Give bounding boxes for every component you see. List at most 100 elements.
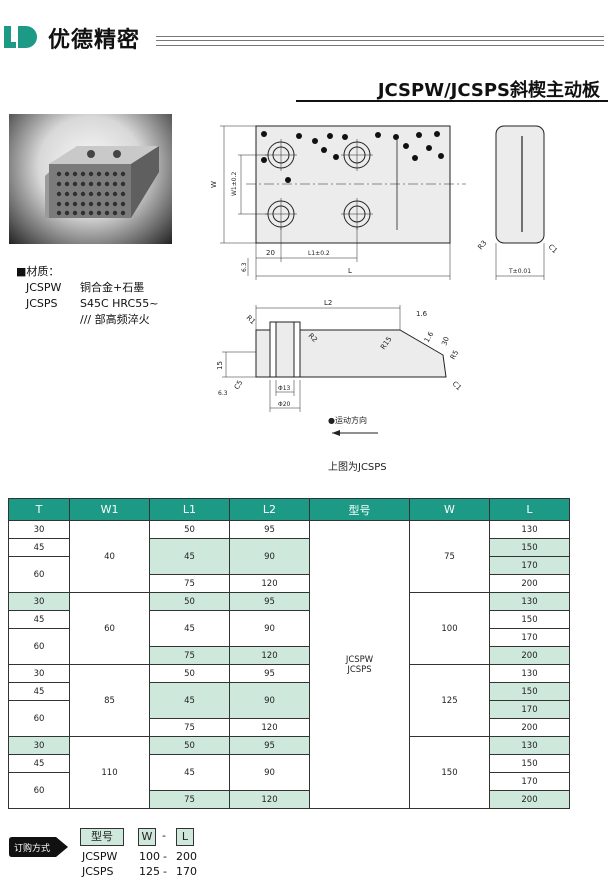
cell-l: 130 — [489, 736, 570, 755]
table-row: 30 40 50 95 JCSPW JCSPS 75 130 — [8, 520, 570, 809]
header-rule — [156, 36, 604, 46]
order-dash-1: - — [163, 850, 167, 863]
title-underline — [296, 100, 608, 102]
header-l1: L1 — [149, 498, 230, 521]
cell-t: 45 — [8, 682, 70, 701]
material-model-2: JCSPS — [26, 297, 58, 310]
cell-t: 60 — [8, 556, 70, 593]
order-w-2: 125 — [139, 865, 160, 878]
material-model-1: JCSPW — [26, 281, 62, 294]
table-row: 75 120 200 — [9, 790, 570, 809]
cell-t: 60 — [8, 700, 70, 737]
cell-l: 200 — [489, 574, 570, 593]
cell-l1: 45 — [149, 682, 230, 719]
cell-w1: 85 — [69, 664, 150, 737]
technical-drawing: W W1±0.2 20 L1±0.2 L 6.3 R3 C1 T±0.01 L2… — [210, 125, 559, 436]
dim-w1: W1±0.2 — [231, 171, 238, 196]
dim-c5: C5 — [233, 379, 245, 391]
table-row: 60 170 — [8, 772, 570, 809]
cell-t: 60 — [8, 772, 70, 809]
graphite-dots — [56, 171, 126, 216]
cell-l: 150 — [489, 538, 570, 557]
cell-l: 130 — [489, 664, 570, 683]
brand-logo-icon — [4, 26, 37, 48]
cell-l2: 90 — [229, 610, 310, 647]
header-w: W — [409, 498, 490, 521]
dim-c1-front: C1 — [451, 380, 463, 392]
header-w1: W1 — [69, 498, 150, 521]
cell-l2: 120 — [229, 646, 310, 665]
motion-arrow-icon — [332, 430, 378, 436]
cell-t: 60 — [8, 628, 70, 665]
cell-l2: 90 — [229, 682, 310, 719]
order-dash-2: - — [163, 865, 167, 878]
material-spec-3: /// 部高频淬火 — [80, 313, 150, 326]
dim-l2: L2 — [324, 299, 332, 307]
cell-t: 45 — [8, 538, 70, 557]
dim-r5: R5 — [449, 349, 461, 361]
dim-c1-side: C1 — [547, 243, 559, 255]
cell-w: 125 — [409, 664, 490, 737]
header-l2: L2 — [229, 498, 310, 521]
table-row: 75 120 200 — [9, 574, 570, 593]
order-l-2: 170 — [176, 865, 197, 878]
cell-t: 30 — [8, 520, 70, 539]
cell-l1: 45 — [149, 754, 230, 791]
cell-t: 45 — [8, 754, 70, 773]
cell-l1: 75 — [149, 646, 230, 665]
cell-l1: 45 — [149, 610, 230, 647]
header-t: T — [8, 498, 70, 521]
cell-w: 100 — [409, 592, 490, 665]
model-jcsps: JCSPS — [347, 664, 372, 675]
dim-r3: R3 — [476, 239, 488, 251]
cell-l1: 50 — [149, 664, 230, 683]
cell-l2: 95 — [229, 592, 310, 611]
spec-table: T W1 L1 L2 型号 W L 30 40 50 95 JCSPW JCSP… — [8, 498, 570, 809]
cell-l: 170 — [489, 628, 570, 647]
dim-r1: R1 — [245, 314, 257, 326]
dim-phi20: Φ20 — [278, 401, 291, 408]
product-image — [45, 146, 159, 218]
order-w-1: 100 — [139, 850, 160, 863]
cell-w: 150 — [409, 736, 490, 809]
cell-w1: 110 — [69, 736, 150, 809]
cell-l: 130 — [489, 592, 570, 611]
cell-w: 75 — [409, 520, 490, 593]
cell-l2: 120 — [229, 574, 310, 593]
dim-w: W — [210, 181, 218, 188]
dim-l1: L1±0.2 — [308, 250, 330, 257]
dim-15: 15 — [216, 361, 224, 370]
table-row: 30 60 50 95 100 130 — [8, 592, 570, 665]
dim-t: T±0.01 — [508, 268, 531, 275]
table-row: 30 85 50 95 125 130 — [8, 664, 570, 737]
table-header-row: T W1 L1 L2 型号 W L — [8, 498, 570, 521]
cell-l2: 90 — [229, 754, 310, 791]
drawing-caption: 上图为JCSPS — [328, 462, 387, 473]
material-spec-1: 铜合金+石墨 — [80, 281, 145, 294]
order-method-badge: 订购方式 — [9, 837, 68, 857]
header-l: L — [489, 498, 570, 521]
order-model-1: JCSPW — [82, 850, 118, 863]
cell-l: 150 — [489, 610, 570, 629]
dim-6-3-top: 6.3 — [241, 262, 248, 272]
cell-l1: 75 — [149, 790, 230, 809]
model-jcspw: JCSPW — [345, 654, 374, 665]
cell-l2: 95 — [229, 736, 310, 755]
order-model-2: JCSPS — [82, 865, 114, 878]
dim-6-3-front: 6.3 — [218, 390, 228, 397]
cell-l: 200 — [489, 790, 570, 809]
cell-l2: 95 — [229, 664, 310, 683]
cell-l1: 50 — [149, 736, 230, 755]
dim-1-6: 1.6 — [416, 310, 428, 318]
cell-l: 170 — [489, 772, 570, 791]
cell-l: 150 — [489, 754, 570, 773]
order-dash: - — [162, 829, 166, 842]
table-row: 45 45 90 150 — [8, 682, 570, 719]
cell-l1: 50 — [149, 520, 230, 539]
brand-name: 优德精密 — [48, 28, 141, 53]
cell-l: 200 — [489, 646, 570, 665]
product-photo — [9, 114, 172, 244]
table-row: 30 110 50 95 150 130 — [8, 736, 570, 809]
cell-w1: 40 — [69, 520, 150, 593]
cell-l: 170 — [489, 700, 570, 719]
